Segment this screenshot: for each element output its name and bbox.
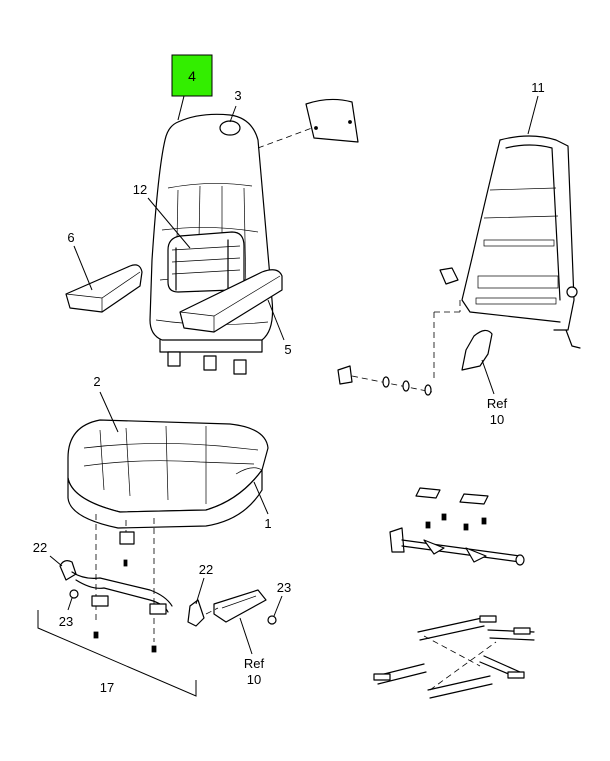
back-panel-piece (257, 98, 359, 149)
leader-6 (73, 245, 93, 291)
leader-12 (147, 197, 191, 249)
callout-11[interactable]: 11 (531, 80, 545, 95)
rail-assembly (59, 560, 277, 653)
bolt-washers (337, 365, 433, 396)
callout-12[interactable]: 12 (133, 182, 147, 197)
callout-ref10-upper-num[interactable]: 10 (490, 412, 504, 427)
callout-ref10-upper-ref[interactable]: Ref (487, 396, 508, 411)
leader-23b (273, 595, 283, 617)
leader-2 (99, 391, 119, 433)
callout-22a[interactable]: 22 (33, 540, 47, 555)
seat-back-mounts (167, 351, 247, 375)
seat-cushion (67, 419, 269, 529)
callout-23a[interactable]: 23 (59, 614, 73, 629)
leader-22b (195, 577, 205, 605)
cushion-mount-lines (95, 514, 155, 642)
leader-ref10-upper (481, 359, 495, 395)
callout-5[interactable]: 5 (284, 342, 291, 357)
callout-6[interactable]: 6 (67, 230, 74, 245)
callout-ref10-lower-ref[interactable]: Ref (244, 656, 265, 671)
lumbar-support (167, 231, 245, 293)
highlight-box (171, 54, 213, 97)
callout-ref10-lower-num[interactable]: 10 (247, 672, 261, 687)
bracket-ref-upper (461, 329, 493, 371)
seat-back-frame (433, 135, 581, 380)
leader-4 (177, 95, 185, 121)
leader-22a (49, 555, 63, 567)
leader-5 (267, 299, 285, 341)
highlight-callout-4[interactable]: 4 (171, 54, 213, 97)
leader-3 (229, 105, 237, 123)
leader-ref10-lower (239, 617, 253, 655)
callout-17[interactable]: 17 (100, 680, 114, 695)
callout-3[interactable]: 3 (234, 88, 241, 103)
leader-1 (253, 481, 269, 515)
armrest-left (65, 264, 143, 313)
callout-23b[interactable]: 23 (277, 580, 291, 595)
highlight-label: 4 (188, 68, 196, 84)
slide-rails (373, 615, 535, 699)
leader-23a (67, 597, 73, 611)
track-exploded (389, 487, 525, 566)
bracket-17 (37, 610, 197, 697)
callout-2[interactable]: 2 (93, 374, 100, 389)
armrest-right (179, 269, 283, 333)
callout-22b[interactable]: 22 (199, 562, 213, 577)
callout-1[interactable]: 1 (264, 516, 271, 531)
leader-11 (527, 95, 539, 135)
